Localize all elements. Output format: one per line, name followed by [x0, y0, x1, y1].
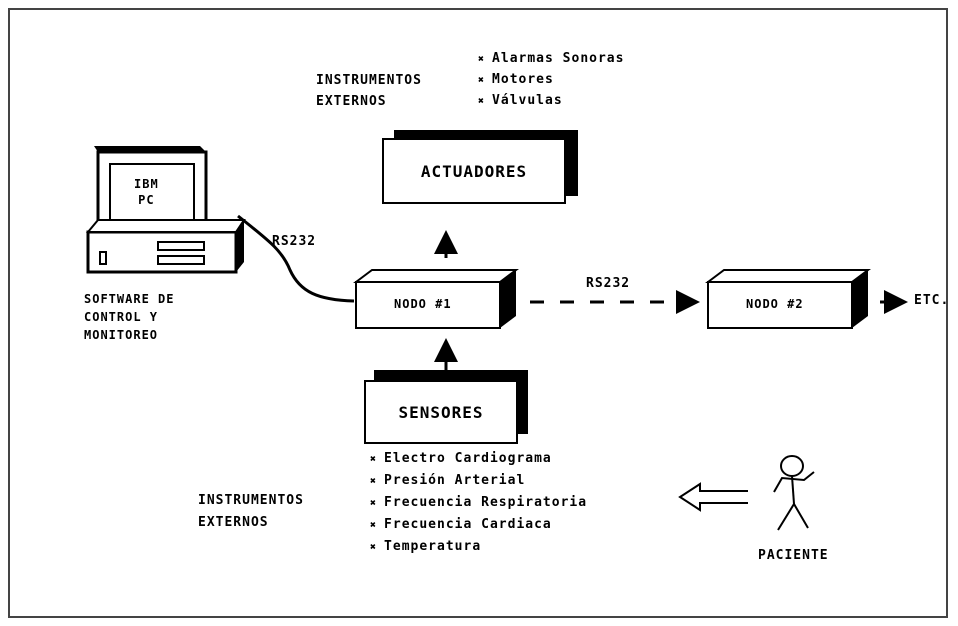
list-item: Presión Arterial — [370, 470, 587, 492]
list-item: Alarmas Sonoras — [478, 48, 624, 69]
arrow-patient-to-sensors — [680, 484, 748, 510]
list-item: Electro Cardiograma — [370, 448, 587, 470]
sensors-items: Electro Cardiograma Presión Arterial Fre… — [370, 448, 587, 558]
actuators-group-label: INSTRUMENTOS EXTERNOS — [316, 70, 422, 112]
list-item: Frecuencia Respiratoria — [370, 492, 587, 514]
patient-label: PACIENTE — [758, 548, 829, 563]
rs232-label-pc: RS232 — [272, 234, 316, 249]
sensors-group-label: INSTRUMENTOS EXTERNOS — [198, 490, 304, 534]
rs232-cable — [238, 216, 354, 301]
actuators-box: ACTUADORES — [382, 138, 566, 204]
list-item: Motores — [478, 69, 624, 90]
etc-label: ETC. — [914, 293, 949, 308]
list-item: Temperatura — [370, 536, 587, 558]
sensors-box-label: SENSORES — [398, 403, 483, 422]
node2-label: NODO #2 — [746, 297, 804, 311]
actuators-items: Alarmas Sonoras Motores Válvulas — [478, 48, 624, 111]
pc-icon — [88, 146, 244, 272]
node1-label: NODO #1 — [394, 297, 452, 311]
list-item: Frecuencia Cardiaca — [370, 514, 587, 536]
list-item: Válvulas — [478, 90, 624, 111]
pc-screen-label: IBM PC — [134, 176, 159, 208]
pc-caption: SOFTWARE DE CONTROL Y MONITOREO — [84, 290, 174, 344]
actuators-box-label: ACTUADORES — [421, 162, 527, 181]
stick-figure-icon — [774, 456, 814, 530]
sensors-box: SENSORES — [364, 380, 518, 444]
rs232-label-nodes: RS232 — [586, 276, 630, 291]
